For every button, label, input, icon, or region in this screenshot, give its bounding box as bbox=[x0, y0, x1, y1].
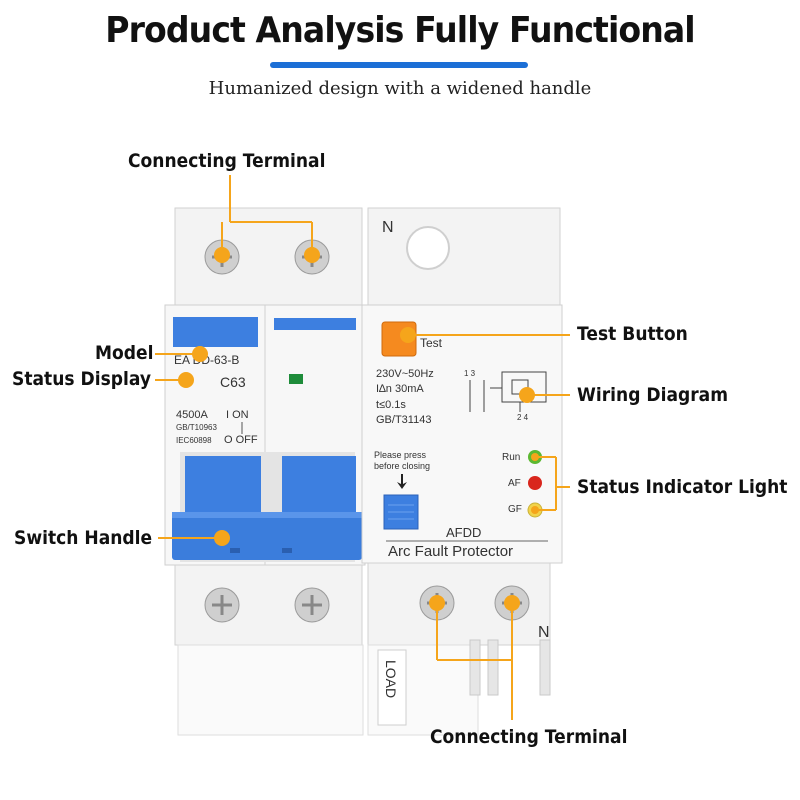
callout-model: Model bbox=[95, 342, 154, 364]
afdd-housing bbox=[361, 207, 563, 736]
load-label: LOAD bbox=[383, 660, 399, 698]
model-label-strip bbox=[173, 317, 258, 347]
breaking-capacity: 4500A bbox=[176, 409, 208, 421]
spec-current: I∆n 30mA bbox=[376, 383, 424, 395]
callout-status-display: Status Display bbox=[12, 368, 152, 390]
model-code: EA DD-63-B bbox=[174, 353, 239, 367]
diagram-bottom-label: 2 4 bbox=[517, 413, 529, 422]
callout-test-button: Test Button bbox=[577, 323, 688, 345]
press-note-2: before closing bbox=[374, 461, 430, 471]
press-note-1: Please press bbox=[374, 450, 427, 460]
label-strip bbox=[274, 318, 356, 330]
indicator-gf-label: GF bbox=[508, 504, 522, 515]
neutral-label-bottom: N bbox=[538, 624, 550, 641]
on-label: I ON bbox=[226, 409, 249, 421]
page-subtitle: Humanized design with a widened handle bbox=[208, 78, 592, 99]
title-underline bbox=[270, 62, 528, 68]
callout-connecting-terminal-top: Connecting Terminal bbox=[128, 150, 326, 172]
switch-handle[interactable] bbox=[172, 456, 362, 560]
callout-switch-handle: Switch Handle bbox=[14, 527, 153, 549]
product-code: AFDD bbox=[446, 525, 481, 540]
af-indicator-light bbox=[528, 476, 542, 490]
callout-dots bbox=[178, 247, 539, 611]
spec-standard: GB/T31143 bbox=[376, 414, 431, 426]
page-title: Product Analysis Fully Functional bbox=[105, 10, 695, 51]
indicator-af-label: AF bbox=[508, 478, 521, 489]
diagram-top-label: 1 3 bbox=[464, 369, 476, 378]
status-window bbox=[289, 374, 303, 384]
spec-time: t≤0.1s bbox=[376, 399, 406, 411]
rating: C63 bbox=[220, 374, 246, 390]
terminal-screw bbox=[204, 587, 240, 623]
indicator-run-label: Run bbox=[502, 452, 520, 463]
reset-push-button[interactable] bbox=[383, 494, 419, 530]
terminal-screw bbox=[294, 587, 330, 623]
neutral-label-top: N bbox=[382, 219, 394, 236]
callout-status-indicator-light: Status Indicator Light bbox=[577, 476, 788, 498]
spec-voltage: 230V~50Hz bbox=[376, 368, 434, 380]
off-label: O OFF bbox=[224, 434, 258, 446]
test-label: Test bbox=[420, 336, 443, 350]
standard-1: GB/T10963 bbox=[176, 423, 217, 432]
product-name: Arc Fault Protector bbox=[388, 543, 513, 560]
callout-connecting-terminal-bottom: Connecting Terminal bbox=[430, 726, 628, 748]
callout-wiring-diagram: Wiring Diagram bbox=[577, 384, 729, 406]
standard-2: IEC60898 bbox=[176, 436, 212, 445]
arrow-down-icon bbox=[397, 474, 407, 489]
